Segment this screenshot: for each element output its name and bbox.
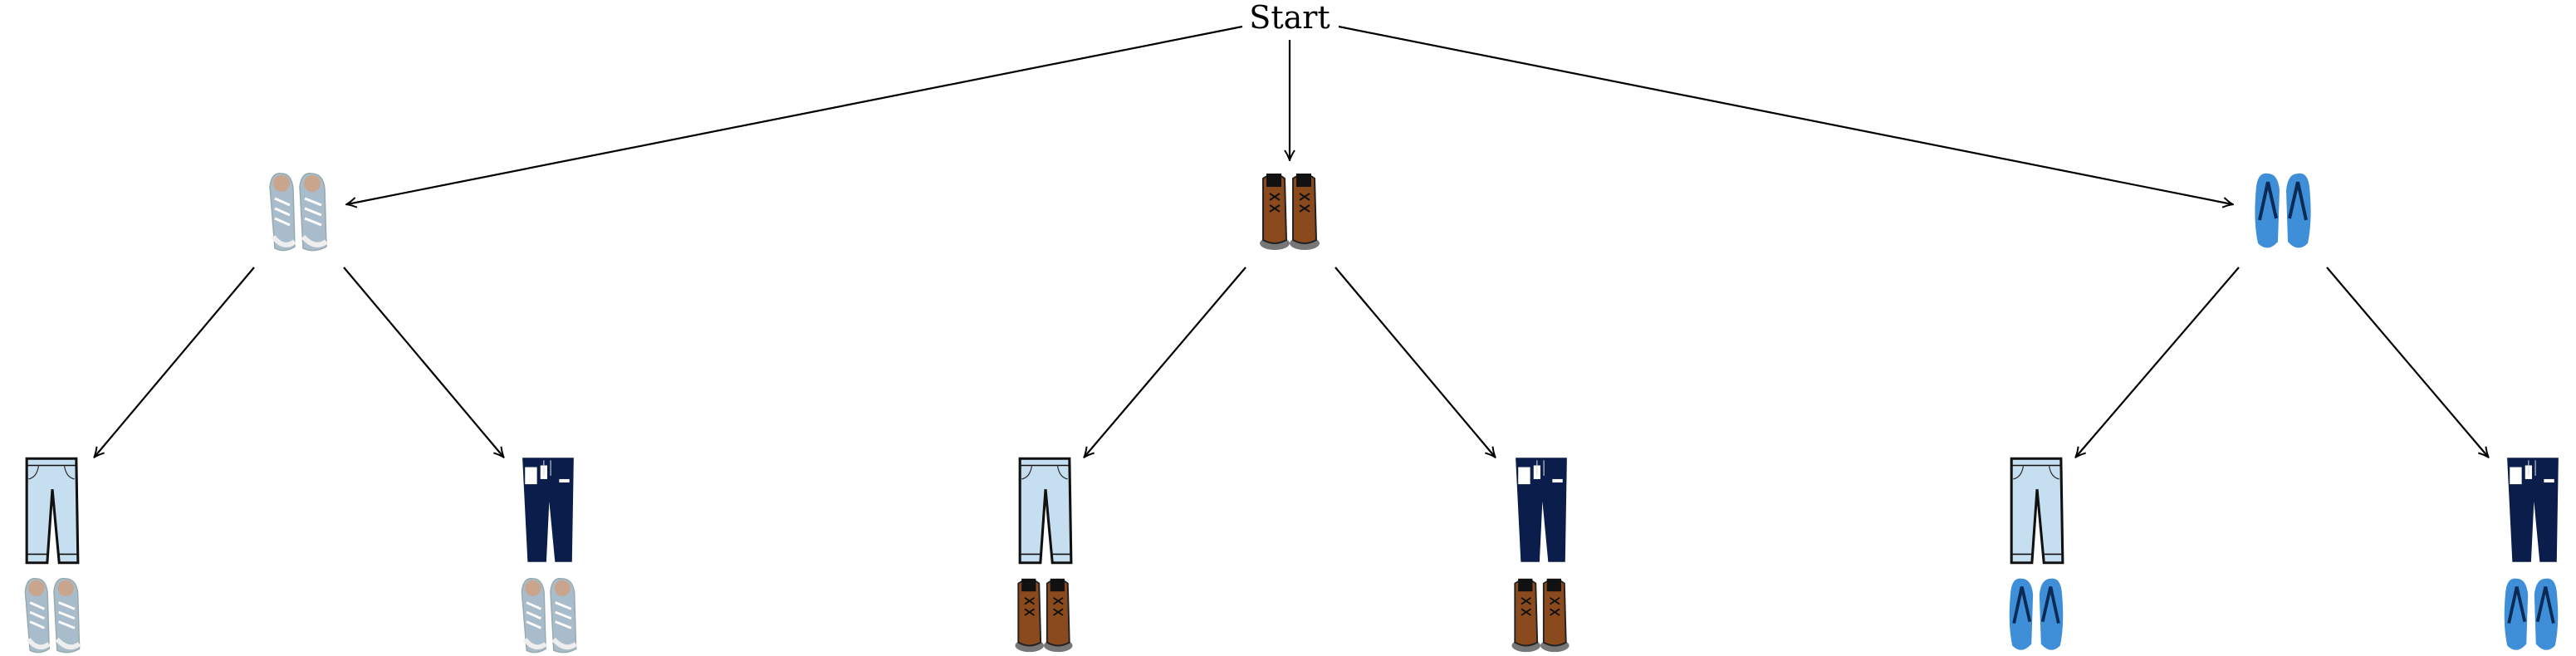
joggers-icon (2507, 458, 2559, 562)
leaf-joggers-sneakers (522, 458, 575, 652)
sneakers-icon (522, 579, 575, 653)
edge-sneakers-to-joggers (343, 267, 503, 457)
sneakers-icon (25, 579, 79, 653)
boots-icon (1511, 577, 1570, 654)
flipflops-icon (2255, 174, 2310, 248)
edge-flipflops-to-joggers (2326, 267, 2488, 457)
sneakers-icon (270, 174, 326, 251)
boots-icon (1014, 577, 1074, 654)
edge-boots-to-joggers (1335, 267, 1495, 457)
leaf-joggers-boots (1511, 458, 1570, 654)
jeans-icon (2010, 457, 2064, 565)
joggers-icon (522, 458, 574, 562)
jeans-icon (1018, 457, 1073, 565)
leaf-jeans-flipflops (2007, 457, 2065, 652)
flipflops-icon (2502, 576, 2560, 652)
leaf-joggers-flipflops (2502, 458, 2560, 652)
jeans-icon (25, 457, 80, 565)
edge-boots-to-jeans (1085, 267, 1246, 457)
joggers-icon (1516, 458, 1567, 562)
start-node-label: Start (1249, 0, 1330, 36)
edge-start-to-sneakers (347, 25, 1243, 204)
boots-icon (1258, 172, 1321, 252)
edge-sneakers-to-jeans (95, 267, 255, 457)
edge-flipflops-to-jeans (2076, 267, 2240, 457)
flipflops-icon (2007, 576, 2065, 652)
leaf-jeans-sneakers (25, 457, 80, 653)
leaf-jeans-boots (1014, 457, 1074, 654)
edge-start-to-flipflops (1338, 25, 2232, 204)
